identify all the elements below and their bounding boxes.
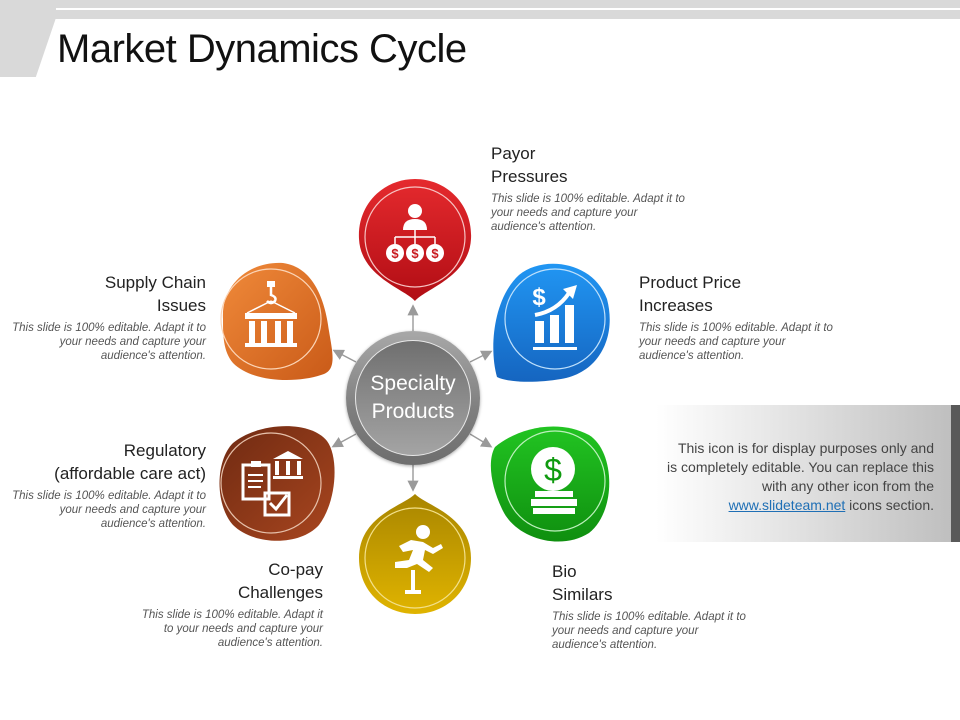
- hurdle-runner-icon: [359, 494, 471, 614]
- callout-accent-bar: [951, 405, 960, 542]
- icon-info-callout: This icon is for display purposes only a…: [656, 405, 960, 542]
- title-side-tab: [0, 0, 56, 77]
- node-co-pay-challenges[interactable]: [353, 492, 477, 616]
- center-hub-label-line1: Specialty: [370, 372, 456, 395]
- svg-text:$: $: [532, 284, 546, 311]
- dollar-growth-chart-icon: $: [493, 263, 610, 382]
- callout-text-after: icons section.: [849, 497, 934, 513]
- node-description: This slide is 100% editable. Adapt it to…: [141, 609, 323, 649]
- node-bio-similars[interactable]: $: [489, 421, 613, 545]
- top-decor-band: [0, 0, 960, 8]
- org-chart-dollar-icon: $ $ $: [358, 179, 472, 301]
- node-description: This slide is 100% editable. Adapt it to…: [639, 322, 833, 362]
- label-regulatory: Regulatory(affordable care act) This sli…: [12, 439, 206, 531]
- page-title: Market Dynamics Cycle: [57, 27, 467, 71]
- center-hub-specialty-products[interactable]: Specialty Products: [346, 331, 480, 465]
- node-regulatory[interactable]: [213, 421, 337, 545]
- node-description: This slide is 100% editable. Adapt it to…: [12, 490, 206, 530]
- node-description: This slide is 100% editable. Adapt it to…: [491, 193, 685, 233]
- crane-building-icon: [220, 262, 333, 380]
- center-hub-inner: Specialty Products: [355, 340, 471, 456]
- callout-text-before: This icon is for display purposes only a…: [667, 440, 934, 494]
- node-title: Regulatory(affordable care act): [54, 441, 206, 483]
- dollar-coin-stack-icon: $: [490, 426, 610, 542]
- clipboard-bank-check-icon: [219, 426, 335, 541]
- node-payor-pressures[interactable]: $ $ $: [353, 177, 477, 301]
- node-description: This slide is 100% editable. Adapt it to…: [12, 322, 206, 362]
- svg-text:$: $: [411, 246, 419, 261]
- node-product-price-increases[interactable]: $: [489, 259, 613, 383]
- node-supply-chain-issues[interactable]: [213, 259, 337, 383]
- callout-text: This icon is for display purposes only a…: [664, 439, 934, 515]
- center-hub-label-line2: Products: [371, 400, 455, 423]
- slideteam-link[interactable]: www.slideteam.net: [728, 497, 846, 513]
- top-decor-band-secondary: [0, 10, 960, 19]
- svg-text:$: $: [391, 246, 399, 261]
- center-hub-label: Specialty Products: [370, 370, 455, 426]
- node-description: This slide is 100% editable. Adapt it to…: [552, 611, 746, 651]
- svg-text:$: $: [544, 452, 562, 488]
- svg-text:$: $: [431, 246, 439, 261]
